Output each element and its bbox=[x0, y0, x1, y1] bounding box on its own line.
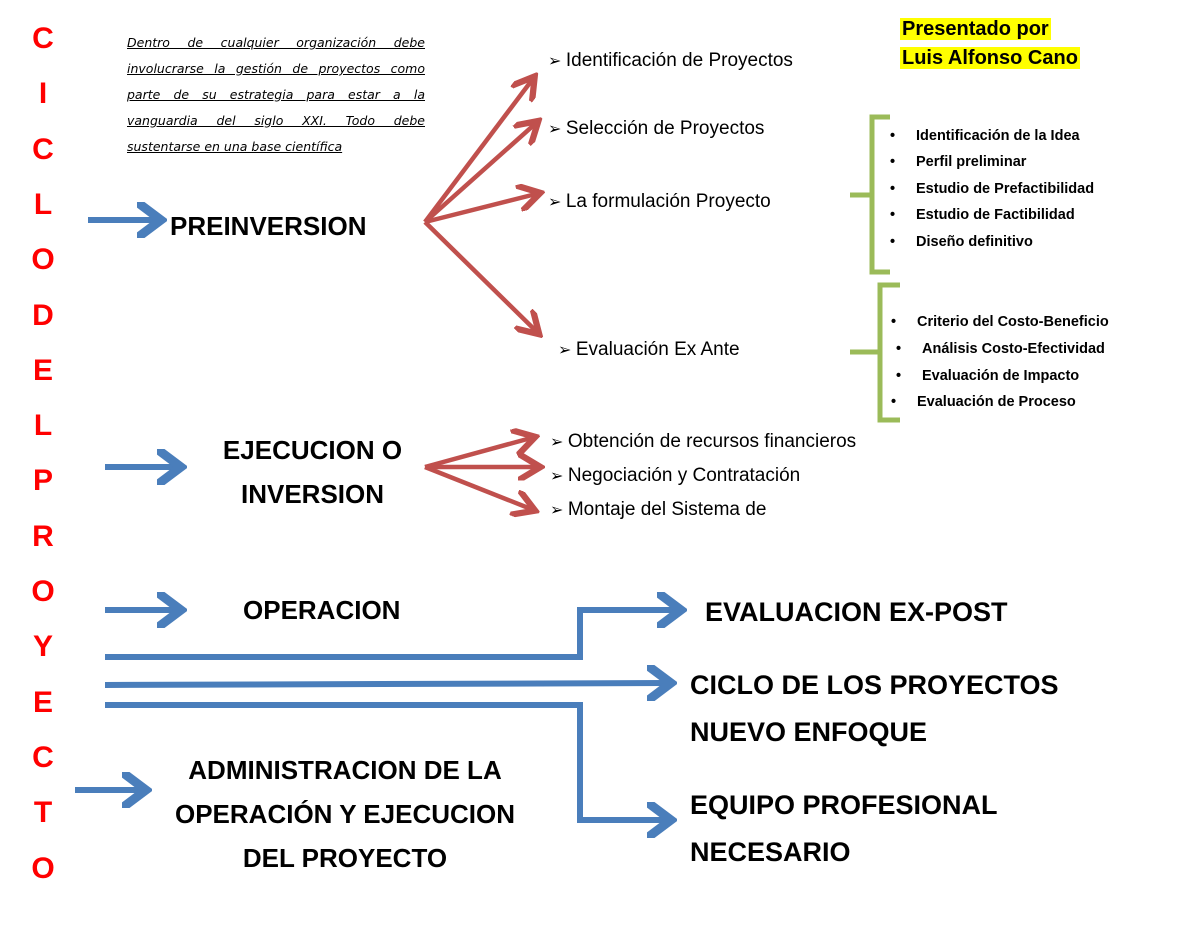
evaluacion-step: Evaluación de Proceso bbox=[891, 394, 1076, 410]
title-letter: O bbox=[31, 851, 55, 885]
preinversion-item: Identificación de Proyectos bbox=[548, 50, 793, 72]
formulacion-step: Perfil preliminar bbox=[890, 154, 1027, 170]
evaluacion-step: Evaluación de Impacto bbox=[896, 368, 1079, 384]
red-arrow-4 bbox=[423, 220, 536, 331]
stage-ejecucion-line2: INVERSION bbox=[240, 479, 385, 509]
stage-preinversion: PREINVERSION bbox=[170, 211, 367, 241]
title-letter: E bbox=[32, 353, 53, 387]
title-letter: R bbox=[32, 519, 54, 553]
blue-line-expost bbox=[105, 610, 678, 660]
title-letter: Y bbox=[32, 630, 53, 664]
title-letter: L bbox=[33, 409, 53, 443]
stage-operacion: OPERACION bbox=[243, 595, 401, 625]
title-letter: O bbox=[31, 243, 55, 277]
stage-admin-line3: DEL PROYECTO bbox=[242, 843, 448, 873]
presenter: Presentado por Luis Alfonso Cano bbox=[900, 18, 1080, 70]
red-arrow-2 bbox=[423, 124, 535, 224]
presenter-name: Luis Alfonso Cano bbox=[900, 47, 1080, 69]
preinversion-item: Selección de Proyectos bbox=[548, 118, 765, 140]
stage-admin-line1: ADMINISTRACION DE LA bbox=[188, 755, 502, 785]
outcome-equipo: EQUIPO PROFESIONAL NECESARIO bbox=[690, 782, 998, 876]
title-letter: C bbox=[32, 740, 54, 774]
ejecucion-item: Obtención de recursos financieros bbox=[550, 431, 856, 453]
evaluacion-step: Criterio del Costo-Beneficio bbox=[891, 314, 1109, 330]
outcome-ciclo-line2: NUEVO ENFOQUE bbox=[690, 717, 928, 747]
outcome-equipo-line1: EQUIPO PROFESIONAL bbox=[690, 790, 998, 820]
stage-administracion: ADMINISTRACION DE LA OPERACIÓN Y EJECUCI… bbox=[160, 748, 530, 880]
ejecucion-item: Montaje del Sistema de bbox=[550, 499, 767, 521]
outcome-expost: EVALUACION EX-POST bbox=[705, 597, 1008, 627]
evaluacion-step: Análisis Costo-Efectividad bbox=[896, 341, 1105, 357]
blue-line-ciclo bbox=[104, 683, 668, 685]
preinversion-item: Evaluación Ex Ante bbox=[558, 339, 740, 361]
stage-ejecucion-line1: EJECUCION O bbox=[222, 435, 403, 465]
red-arrow-7 bbox=[424, 464, 531, 509]
outcome-ciclo: CICLO DE LOS PROYECTOS NUEVO ENFOQUE bbox=[690, 662, 1059, 756]
formulacion-step: Estudio de Factibilidad bbox=[890, 207, 1075, 223]
title-letter: E bbox=[32, 685, 53, 719]
formulacion-step: Identificación de la Idea bbox=[890, 128, 1080, 144]
red-arrow-1 bbox=[423, 80, 532, 224]
presenter-label: Presentado por bbox=[900, 18, 1051, 40]
formulacion-step: Estudio de Prefactibilidad bbox=[890, 181, 1094, 197]
title-letter: O bbox=[31, 575, 55, 608]
intro-text: Dentro de cualquier organización debe in… bbox=[127, 35, 425, 154]
preinversion-item: La formulación Proyecto bbox=[548, 191, 771, 213]
brace-formulacion bbox=[850, 114, 890, 275]
title-letter: D bbox=[32, 298, 54, 332]
title-letter: P bbox=[32, 464, 53, 498]
title-letter: T bbox=[33, 796, 53, 830]
red-arrow-3 bbox=[424, 194, 536, 225]
red-arrow-5 bbox=[424, 438, 531, 470]
outcome-equipo-line2: NECESARIO bbox=[690, 837, 851, 867]
ejecucion-item: Negociación y Contratación bbox=[550, 465, 800, 487]
blue-line-equipo bbox=[105, 702, 668, 820]
formulacion-step: Diseño definitivo bbox=[890, 234, 1033, 250]
title-letter: I bbox=[38, 77, 48, 111]
title-letter: L bbox=[33, 187, 53, 221]
stage-ejecucion: EJECUCION O INVERSION bbox=[210, 428, 415, 516]
brace-evaluacion bbox=[850, 282, 900, 423]
title-letter: C bbox=[32, 22, 54, 55]
title-letter: C bbox=[32, 132, 54, 166]
stage-admin-line2: OPERACIÓN Y EJECUCION bbox=[174, 799, 515, 829]
outcome-ciclo-line1: CICLO DE LOS PROYECTOS bbox=[690, 670, 1059, 700]
